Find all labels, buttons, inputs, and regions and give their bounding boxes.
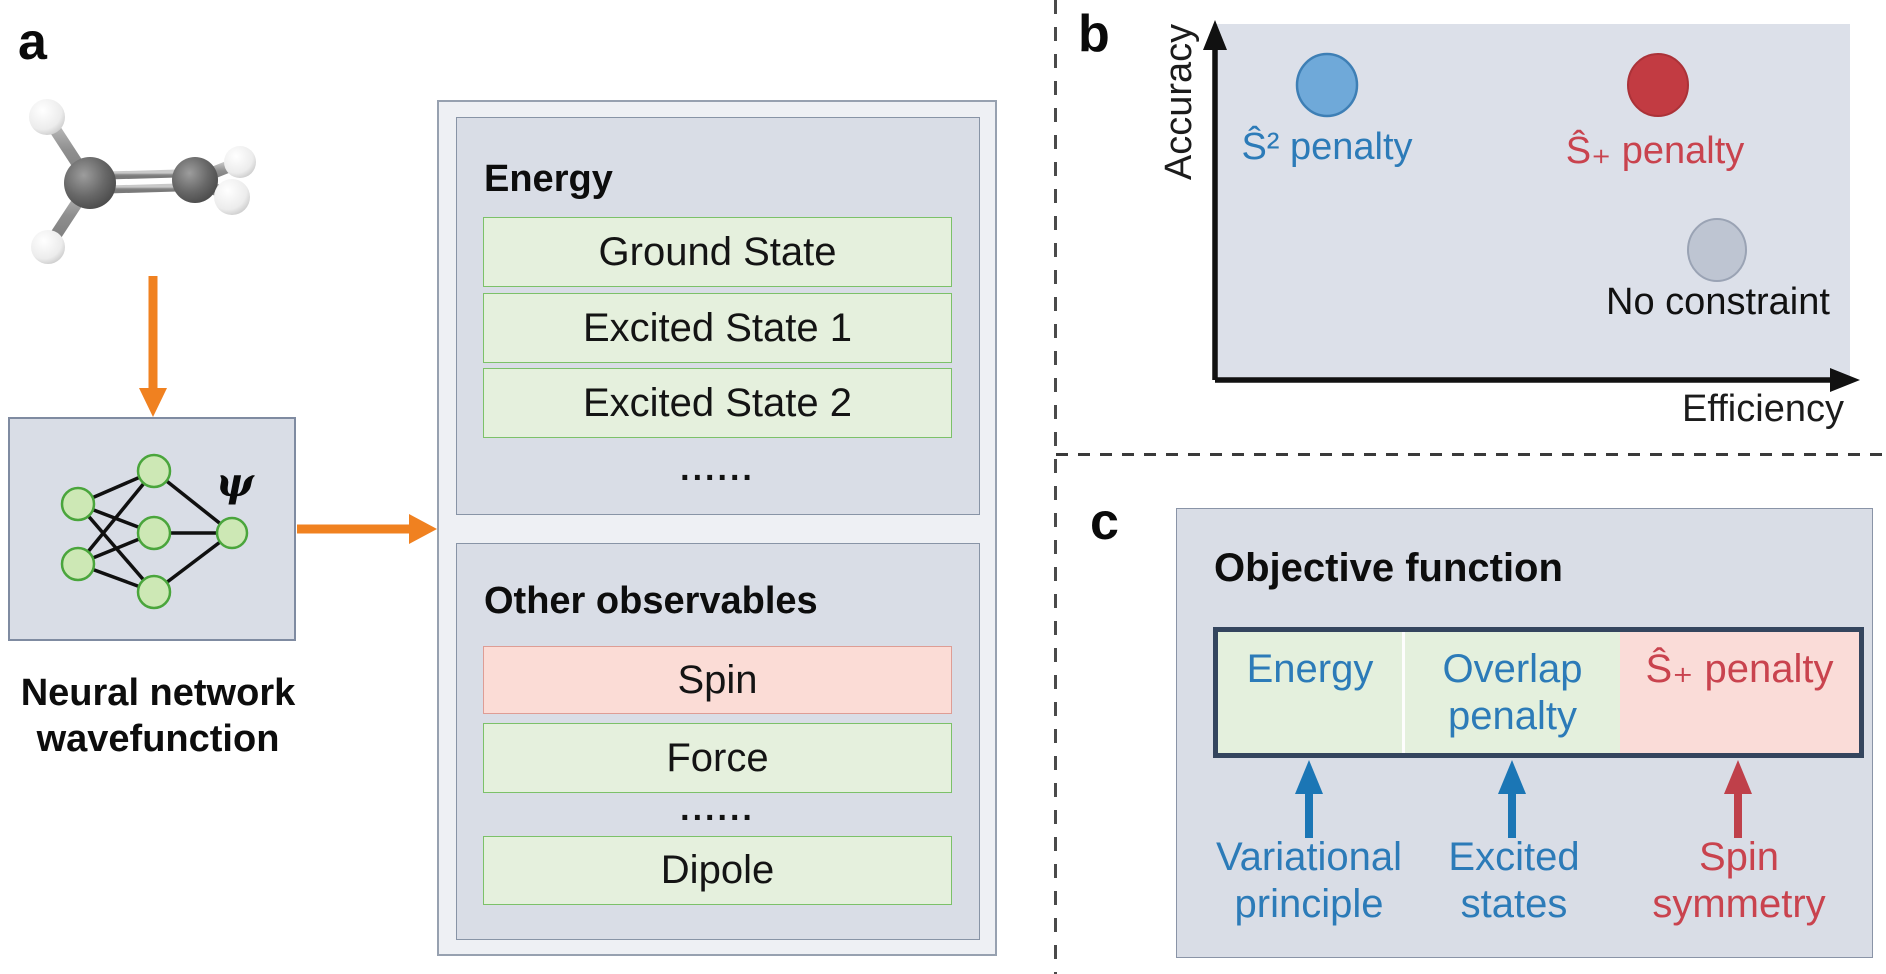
molecule-graphic [29, 99, 256, 264]
plot-axes [1203, 20, 1860, 392]
objective-function-bar: Energy Overlap penalty Ŝ₊ penalty [1213, 627, 1864, 758]
y-axis-label: Accuracy [1158, 23, 1200, 181]
no-constraint-label: No constraint [1606, 281, 1830, 323]
neural-network-caption: Neural network wavefunction [20, 672, 296, 760]
x-axis-label: Efficiency [1682, 388, 1844, 430]
energy-row-excited-state-2: Excited State 2 [483, 368, 952, 438]
horizontal-dashed-divider [1056, 453, 1886, 456]
energy-row-excited-state-1: Excited State 1 [483, 293, 952, 363]
arrow-up-spin-icon [1724, 760, 1752, 838]
plot-points [1295, 52, 1747, 282]
vertical-dashed-divider [1054, 0, 1057, 974]
s2-penalty-label: Ŝ² penalty [1241, 126, 1413, 168]
other-row-spin: Spin [483, 646, 952, 714]
arrow-down-icon [139, 276, 167, 417]
other-observables-title: Other observables [484, 580, 818, 622]
molecule-atoms [29, 99, 256, 264]
neural-network-box: ψ [8, 417, 296, 641]
panel-c-label: c [1090, 493, 1119, 551]
segment-energy: Energy [1218, 632, 1402, 753]
neural-network-graph [60, 453, 249, 610]
energy-ellipsis: ...... [680, 449, 755, 488]
arrow-right-icon [297, 514, 437, 544]
energy-row-ground-state: Ground State [483, 217, 952, 287]
s2-penalty-point [1295, 52, 1359, 118]
s-plus-penalty-label: Ŝ₊ penalty [1565, 130, 1745, 172]
segment-s-plus-penalty: Ŝ₊ penalty [1620, 632, 1859, 753]
arrow-up-excited-icon [1498, 760, 1526, 838]
no-constraint-point [1687, 218, 1747, 282]
arrow-up-variational-icon [1295, 760, 1323, 838]
carbon-atom [64, 157, 116, 209]
other-ellipsis: ...... [680, 789, 755, 828]
annotation-variational-principle: Variational principle [1215, 835, 1403, 926]
nn-nodes [60, 453, 249, 610]
hydrogen-atom [31, 230, 65, 264]
segment-overlap-penalty: Overlap penalty [1405, 632, 1620, 753]
segment-divider [1402, 632, 1405, 753]
panel-b-label: b [1078, 5, 1110, 63]
objective-function-title: Objective function [1214, 546, 1563, 590]
carbon-atom [172, 157, 218, 203]
plot-axes-and-points [1203, 20, 1860, 392]
energy-box-title: Energy [484, 158, 613, 200]
other-row-force: Force [483, 723, 952, 793]
other-row-dipole: Dipole [483, 836, 952, 905]
annotation-spin-symmetry: Spin symmetry [1652, 835, 1826, 926]
psi-symbol: ψ [216, 459, 254, 506]
annotation-excited-states: Excited states [1448, 835, 1580, 926]
hydrogen-atom [214, 179, 250, 215]
panel-a-label: a [18, 13, 47, 71]
hydrogen-atom [224, 146, 256, 178]
s-plus-penalty-point [1627, 53, 1689, 117]
hydrogen-atom [29, 99, 65, 135]
